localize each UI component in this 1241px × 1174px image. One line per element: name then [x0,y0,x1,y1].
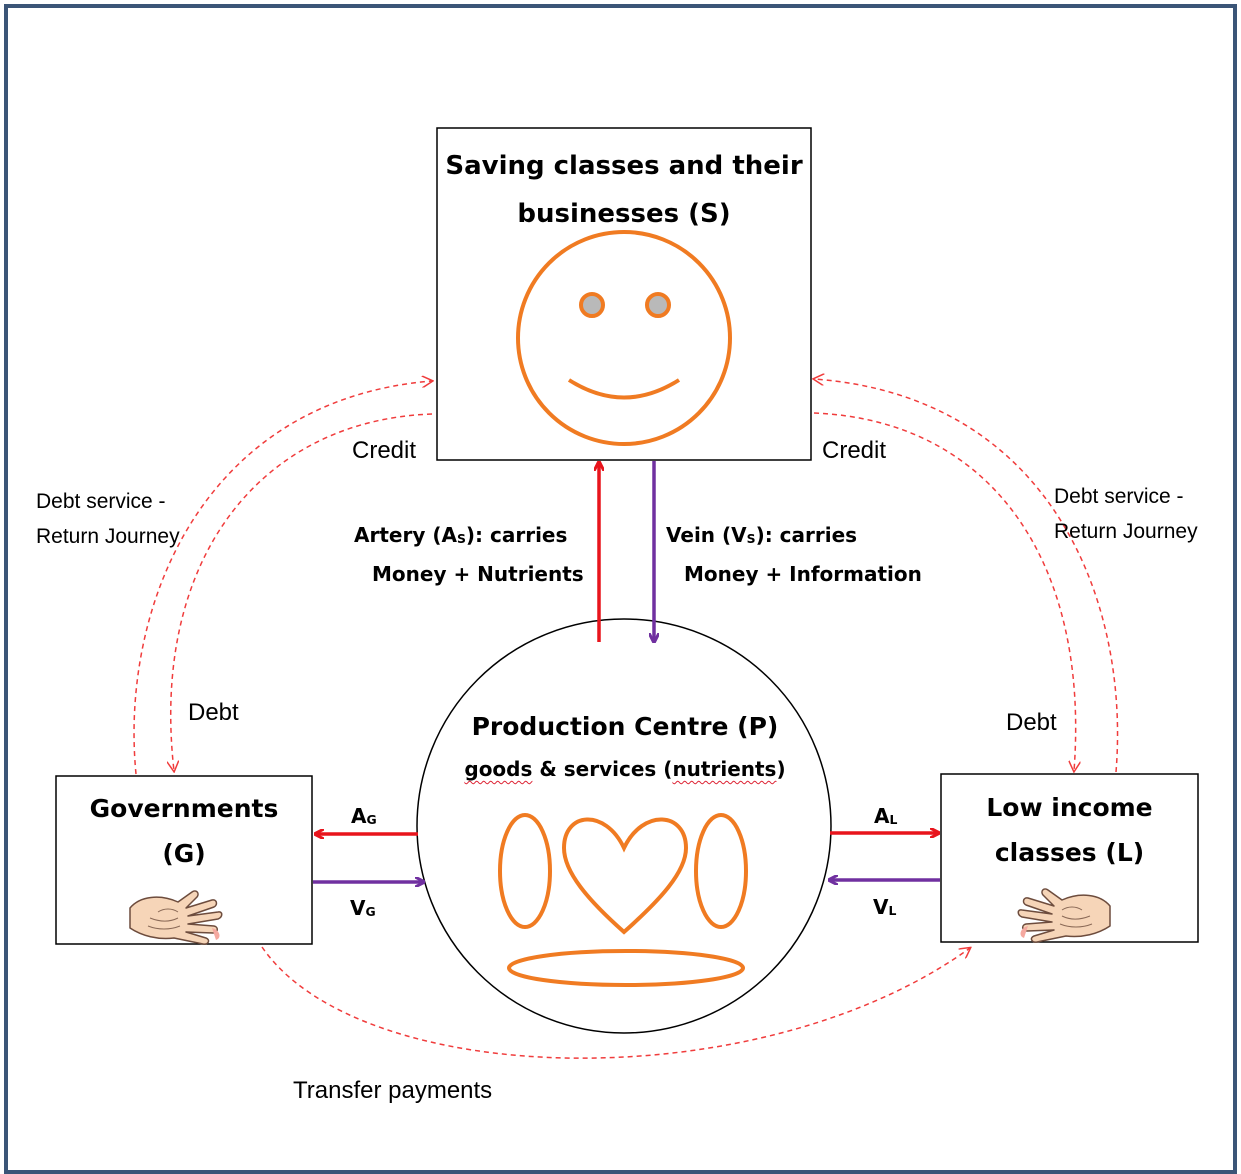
smiley-face-icon [516,230,732,446]
low-income-title-line-2: classes (L) [994,838,1145,867]
vein-s-sub: S [746,530,756,546]
a-g-sub: G [366,811,377,827]
transfer-payments-arrow [261,947,970,1059]
saving-classes-title-line-1: Saving classes and their [445,151,803,181]
vein-s-label: Vein (VS): carries Money + Information [666,517,922,593]
a-l-sub: L [889,811,898,827]
subtitle-word-goods: goods [464,757,533,781]
credit-left-label: Credit [352,437,417,464]
governments-title: Governments (G) [56,786,312,876]
v-g-main: V [350,896,366,920]
a-l-main: A [874,804,890,828]
production-centre-subtitle: goods & services (nutrients) [440,757,810,781]
vein-s-line-2: Money + Information [684,562,922,586]
subtitle-services: & services ( [532,757,673,781]
artery-s-label: Artery (AS): carries Money + Nutrients [354,517,584,593]
a-g-label: AG [351,804,377,828]
v-l-label: VL [873,895,896,919]
artery-s-suffix: ): carries [465,523,568,547]
vein-s-line-1: Vein (VS): carries [666,517,922,556]
outer-frame [4,4,1237,1174]
a-g-main: A [351,804,367,828]
v-l-sub: L [888,902,897,918]
v-l-main: V [873,895,889,919]
debt-left-label: Debt [188,699,239,726]
artery-s-sub: S [456,530,466,546]
production-centre-circle [416,618,832,1034]
debt-service-right-line-2: Return Journey [1054,520,1198,543]
organs-icon [498,813,748,987]
v-g-sub: G [365,903,376,919]
debt-service-right-label: Debt service - Return Journey [1054,479,1198,549]
production-centre-title: Production Centre (P) [471,712,779,741]
debt-service-left-line-1: Debt service - [36,490,166,513]
saving-classes-title-line-2: businesses (S) [517,199,731,229]
transfer-payments-label: Transfer payments [293,1077,493,1104]
artery-s-line-1: Artery (AS): carries [354,517,584,556]
v-g-label: VG [350,896,376,920]
subtitle-close: ) [776,757,786,781]
debt-right-label: Debt [1006,709,1057,736]
vein-s-suffix: ): carries [755,523,858,547]
debt-service-left-arrow [133,381,432,775]
governments-title-line-1: Governments [89,794,279,823]
debt-service-right-arrow [814,379,1119,773]
low-income-title: Low income classes (L) [941,785,1198,875]
a-l-label: AL [874,804,897,828]
saving-classes-title: Saving classes and their businesses (S) [437,142,811,238]
artery-s-prefix: Artery (A [354,523,457,547]
debt-left-arrow [171,413,433,771]
credit-right-label: Credit [822,437,887,464]
debt-service-right-line-1: Debt service - [1054,485,1184,508]
saving-classes-box [436,127,812,461]
debt-service-left-line-2: Return Journey [36,525,180,548]
subtitle-word-nutrients: nutrients [672,757,777,781]
governments-title-line-2: (G) [162,839,206,868]
debt-service-left-label: Debt service - Return Journey [36,484,180,554]
artery-s-line-2: Money + Nutrients [372,562,584,586]
debt-right-arrow [813,412,1076,771]
vein-s-prefix: Vein (V [666,523,747,547]
low-income-title-line-1: Low income [986,793,1153,822]
